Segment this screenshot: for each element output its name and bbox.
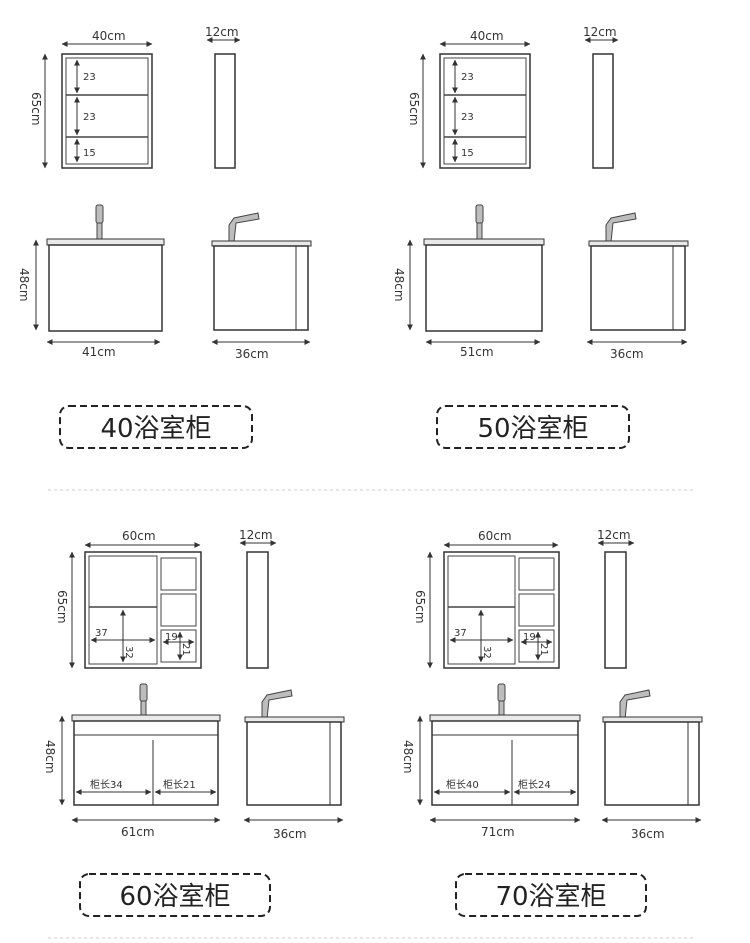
mirror-cabinet-interior bbox=[443, 57, 527, 165]
compartment-height-label: 21 bbox=[538, 643, 549, 656]
base-height-label: 48cm bbox=[43, 740, 57, 774]
inner-width-label: 37 bbox=[95, 628, 108, 639]
model-50-group: 40cm 65cm 23 23 15 12cm 48cm 51cm 36cm 5… bbox=[392, 25, 689, 449]
shelf-height-label: 15 bbox=[461, 148, 474, 159]
mirror-compartment bbox=[518, 557, 555, 591]
model-label-badge bbox=[455, 873, 647, 917]
mirror-width-label: 40cm bbox=[470, 29, 504, 43]
shelf-height-label: 23 bbox=[83, 112, 96, 123]
base-width-label: 41cm bbox=[82, 345, 116, 359]
model-60-group: 60cm 65cm 37 32 19 21 12cm 柜长34 柜长21 48c… bbox=[43, 528, 345, 917]
base-width-label: 71cm bbox=[481, 825, 515, 839]
faucet-icon bbox=[476, 221, 483, 241]
base-width-label: 51cm bbox=[460, 345, 494, 359]
mirror-height-label: 65cm bbox=[55, 590, 69, 624]
mirror-width-label: 40cm bbox=[92, 29, 126, 43]
shelf-height-label: 23 bbox=[461, 112, 474, 123]
base-cabinet-side bbox=[213, 245, 309, 331]
inner-width-label: 37 bbox=[454, 628, 467, 639]
mirror-depth-label: 12cm bbox=[239, 528, 273, 542]
faucet-icon bbox=[96, 221, 103, 241]
mirror-side-view bbox=[214, 53, 236, 169]
shelf-height-label: 23 bbox=[83, 72, 96, 83]
mirror-compartment bbox=[518, 593, 555, 627]
mirror-side-view bbox=[604, 551, 627, 669]
base-cabinet-side bbox=[246, 721, 342, 806]
faucet-side-icon bbox=[261, 689, 293, 720]
left-length-label: 柜长40 bbox=[446, 778, 479, 791]
countertop bbox=[423, 238, 545, 246]
mirror-side-view bbox=[592, 53, 614, 169]
mirror-compartment bbox=[160, 593, 197, 627]
base-width-label: 61cm bbox=[121, 825, 155, 839]
faucet-icon bbox=[498, 699, 505, 717]
model-70-group: 60cm 65cm 37 32 19 21 12cm 柜长40 柜长24 48c… bbox=[401, 528, 703, 917]
model-label: 50浴室柜 bbox=[477, 414, 588, 444]
mirror-compartment bbox=[160, 557, 197, 591]
faucet-icon bbox=[497, 683, 506, 702]
shelf-height-label: 15 bbox=[83, 148, 96, 159]
model-label: 40浴室柜 bbox=[100, 414, 211, 444]
base-height-label: 48cm bbox=[17, 268, 31, 302]
mirror-cabinet-interior bbox=[65, 57, 149, 165]
inner-height-label: 32 bbox=[481, 646, 492, 659]
mirror-depth-label: 12cm bbox=[205, 25, 239, 39]
mirror-width-label: 60cm bbox=[478, 529, 512, 543]
model-label-badge bbox=[59, 405, 253, 449]
mirror-depth-label: 12cm bbox=[583, 25, 617, 39]
right-length-label: 柜长21 bbox=[163, 778, 196, 791]
shelf-height-label: 23 bbox=[461, 72, 474, 83]
faucet-icon bbox=[140, 699, 147, 717]
faucet-side-icon bbox=[228, 212, 260, 243]
countertop bbox=[46, 238, 165, 246]
model-label: 70浴室柜 bbox=[495, 882, 606, 912]
compartment-width-label: 19 bbox=[523, 632, 536, 643]
base-depth-label: 36cm bbox=[610, 347, 644, 361]
countertop bbox=[71, 714, 221, 722]
base-cabinet-side bbox=[590, 245, 686, 331]
mirror-width-label: 60cm bbox=[122, 529, 156, 543]
model-label-badge bbox=[436, 405, 630, 449]
base-height-label: 48cm bbox=[401, 740, 415, 774]
base-height-label: 48cm bbox=[392, 268, 406, 302]
right-length-label: 柜长24 bbox=[518, 778, 551, 791]
base-depth-label: 36cm bbox=[235, 347, 269, 361]
model-label: 60浴室柜 bbox=[119, 882, 230, 912]
mirror-height-label: 65cm bbox=[407, 92, 421, 126]
base-cabinet-front bbox=[425, 244, 543, 332]
base-cabinet-side bbox=[604, 721, 700, 806]
faucet-icon bbox=[475, 204, 484, 224]
base-depth-label: 36cm bbox=[273, 827, 307, 841]
faucet-side-icon bbox=[619, 689, 651, 720]
model-label-badge bbox=[79, 873, 271, 917]
mirror-height-label: 65cm bbox=[413, 590, 427, 624]
faucet-icon bbox=[139, 683, 148, 702]
countertop bbox=[429, 714, 581, 722]
faucet-icon bbox=[95, 204, 104, 224]
faucet-side-icon bbox=[605, 212, 637, 243]
mirror-side-view bbox=[246, 551, 269, 669]
mirror-depth-label: 12cm bbox=[597, 528, 631, 542]
compartment-width-label: 19 bbox=[165, 632, 178, 643]
compartment-height-label: 21 bbox=[180, 643, 191, 656]
base-cabinet-front bbox=[48, 244, 163, 332]
left-length-label: 柜长34 bbox=[90, 778, 123, 791]
inner-height-label: 32 bbox=[123, 646, 134, 659]
model-40-group: 40cm 65cm 23 23 15 12cm 48cm 41cm 36cm bbox=[17, 25, 312, 449]
mirror-height-label: 65cm bbox=[29, 92, 43, 126]
base-depth-label: 36cm bbox=[631, 827, 665, 841]
